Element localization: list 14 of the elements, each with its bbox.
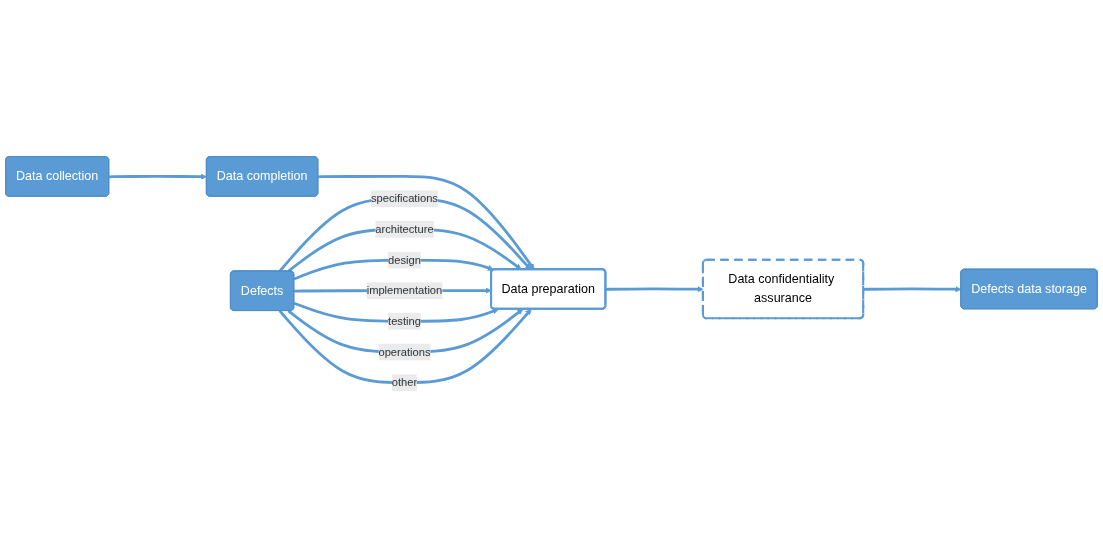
arrow (287, 309, 524, 354)
arrow (318, 175, 535, 270)
edge-label: design (388, 253, 421, 266)
arrow (863, 286, 962, 293)
arrow (109, 173, 207, 180)
edge-label: operations (378, 345, 431, 358)
arrow (287, 228, 522, 273)
arrow (278, 309, 532, 385)
edge-label: implementation (366, 284, 443, 297)
edge-label: architecture (375, 223, 434, 236)
edge-label: testing (388, 315, 421, 328)
arrow (278, 197, 531, 273)
edge-label: specifications (370, 192, 438, 205)
edge-label: other (391, 376, 418, 389)
